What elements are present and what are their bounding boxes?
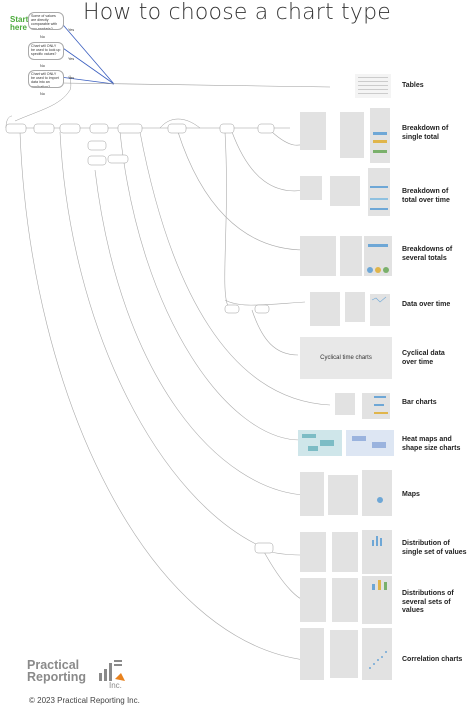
- question-box-lookup: Chart will ONLY be used to look up speci…: [28, 42, 64, 60]
- chart-thumbnail-clusters: [298, 74, 394, 680]
- category-data-over-time: Data over time: [402, 301, 451, 308]
- category-tables: Tables: [402, 82, 424, 89]
- logo-chart-icon: [99, 660, 125, 681]
- question-box-comparable: Some of values are directly comparable w…: [28, 12, 64, 30]
- category-arcs: [19, 131, 331, 661]
- logo-line-3: Inc.: [109, 681, 122, 690]
- decision-boxes: [5, 123, 275, 554]
- category-maps: Maps: [402, 491, 420, 498]
- cyclical-time-charts-box: Cyclical time charts: [300, 337, 392, 379]
- answer-yes-3: Yes: [68, 76, 75, 80]
- category-correlation-charts: Correlation charts: [402, 656, 463, 663]
- category-bar-charts: Bar charts: [402, 399, 437, 406]
- answer-yes-1: Yes: [68, 28, 75, 32]
- blue-arrows: [57, 18, 115, 85]
- copyright-text: © 2023 Practical Reporting Inc.: [29, 696, 140, 705]
- start-line-2: here: [10, 23, 27, 32]
- answer-yes-2: Yes: [68, 57, 75, 61]
- page-title: How to choose a chart type: [82, 0, 392, 25]
- question-box-import: Chart will ONLY be used to import data i…: [28, 70, 64, 88]
- start-label: Start here: [10, 16, 28, 32]
- answer-no-3: No: [40, 92, 45, 96]
- logo-line-2: Reporting: [27, 670, 87, 684]
- logo-line-1: Practical: [27, 658, 80, 672]
- company-logo: Practical Reporting Inc.: [27, 658, 125, 690]
- answer-no-2: No: [40, 64, 45, 68]
- start-line-1: Start: [10, 15, 29, 24]
- answer-no-1: No: [40, 35, 45, 39]
